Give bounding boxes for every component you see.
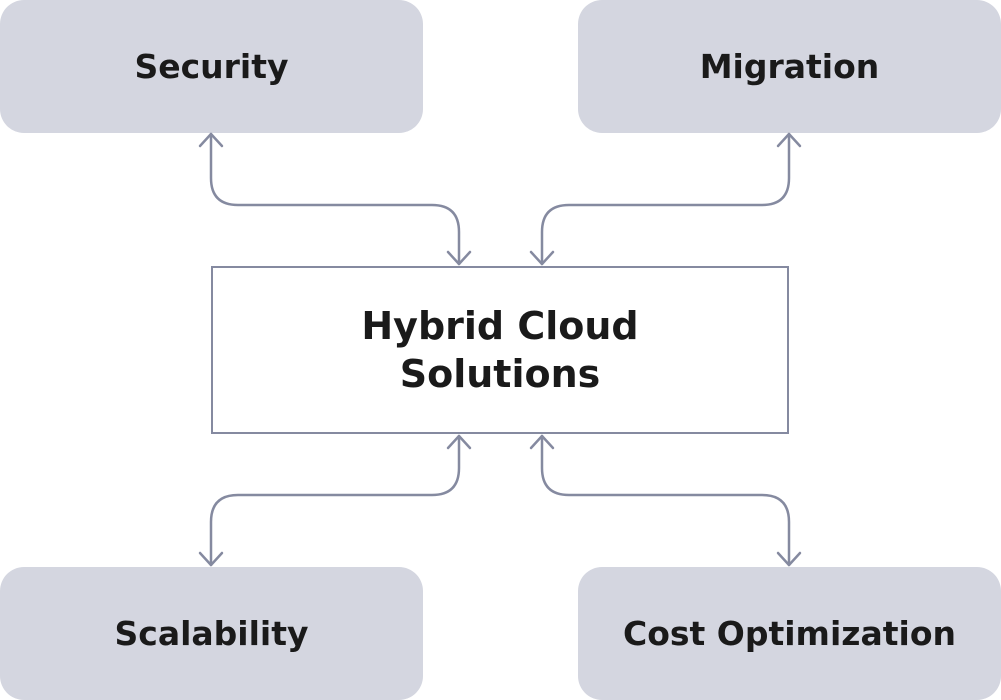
center-label-line2: Solutions (399, 352, 601, 396)
connector-migration-center (529, 132, 802, 266)
connector-cost-center (529, 434, 802, 567)
cost-optimization-label: Cost Optimization (623, 614, 956, 653)
arrowhead-to-scalability (198, 551, 224, 567)
cost-optimization-node: Cost Optimization (578, 567, 1001, 700)
arrowhead-to-center-from-security (446, 250, 472, 266)
arrowhead-to-security (198, 132, 224, 148)
arrowhead-to-center-from-scalability (446, 434, 472, 450)
migration-label: Migration (699, 47, 880, 86)
center-label-line1: Hybrid Cloud (361, 304, 639, 348)
connector-security-center (198, 132, 472, 266)
arrowhead-to-cost-optimization (776, 551, 802, 567)
scalability-label: Scalability (114, 614, 309, 653)
connector-scalability-center (198, 434, 472, 567)
security-node: Security (0, 0, 423, 133)
arrowhead-to-center-from-cost (529, 434, 555, 450)
migration-node: Migration (578, 0, 1001, 133)
scalability-node: Scalability (0, 567, 423, 700)
arrowhead-to-migration (776, 132, 802, 148)
arrowhead-to-center-from-migration (529, 250, 555, 266)
hybrid-cloud-solutions-node: Hybrid Cloud Solutions (211, 266, 789, 434)
security-label: Security (134, 47, 289, 86)
